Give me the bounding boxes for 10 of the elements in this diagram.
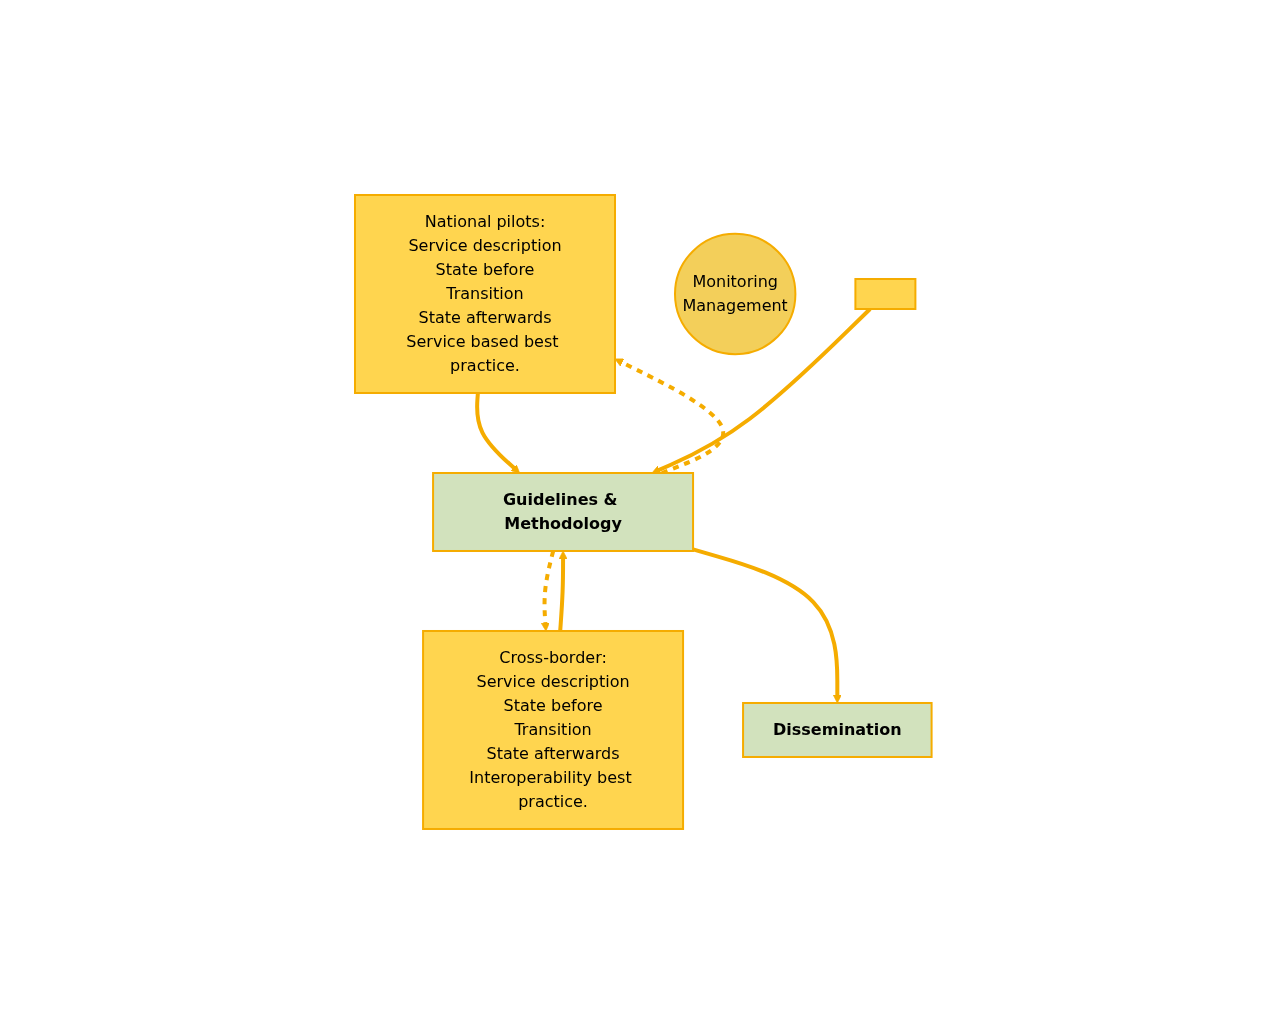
arrow <box>557 550 568 632</box>
node-box: National pilots: Service description State before Transition State afterwards Service based best practice. <box>353 194 616 394</box>
arrow <box>540 550 555 632</box>
node-box: Cross-border: Service description State before Transition State afterwards Interoperability best practice. <box>421 630 684 830</box>
node-box: Dissemination <box>741 702 933 758</box>
arrow <box>692 547 842 704</box>
node-box: Guidelines & Methodology <box>431 472 694 552</box>
node-box <box>854 278 917 310</box>
node-circle: Monitoring Management <box>673 232 797 356</box>
arrow <box>474 392 520 474</box>
